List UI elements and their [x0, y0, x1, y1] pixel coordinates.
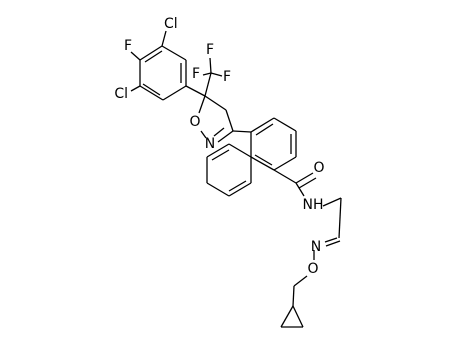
atom-label-nh-amide: NH	[303, 197, 324, 213]
atom-label-o-ring: O	[189, 114, 200, 130]
atom-label-o-carbonyl: O	[313, 160, 324, 176]
bond-ring-to-isoxazoline	[185, 85, 206, 97]
naphthalene-core	[206, 117, 297, 197]
atom-label-f-cf3-top: F	[206, 42, 214, 58]
trifluoromethyl-group	[202, 57, 223, 97]
atom-label-cl-top: Cl	[164, 16, 178, 32]
atom-label-f-cf3-right: F	[223, 69, 231, 85]
bond-ring-f	[130, 51, 141, 61]
isoxazoline-ring	[198, 95, 234, 143]
atom-label-f-cf3-left: F	[192, 66, 200, 82]
amide-group	[273, 169, 317, 197]
bond-ring-cl-top	[161, 30, 167, 47]
cyclopropyl-ring	[280, 285, 304, 328]
atom-label-f-ring: F	[124, 38, 132, 54]
atom-label-n-ring: N	[205, 136, 215, 152]
bond-ring-cl-left	[130, 85, 141, 92]
atom-label-n-oxime: N	[311, 239, 321, 255]
bond-isoxazoline-to-naphthalene	[232, 130, 252, 133]
dichlorofluorophenyl-ring	[139, 45, 187, 101]
atom-label-cl-left: Cl	[114, 86, 128, 102]
oxime-ether-chain	[293, 197, 342, 287]
atom-label-o-oxime: O	[307, 261, 318, 277]
